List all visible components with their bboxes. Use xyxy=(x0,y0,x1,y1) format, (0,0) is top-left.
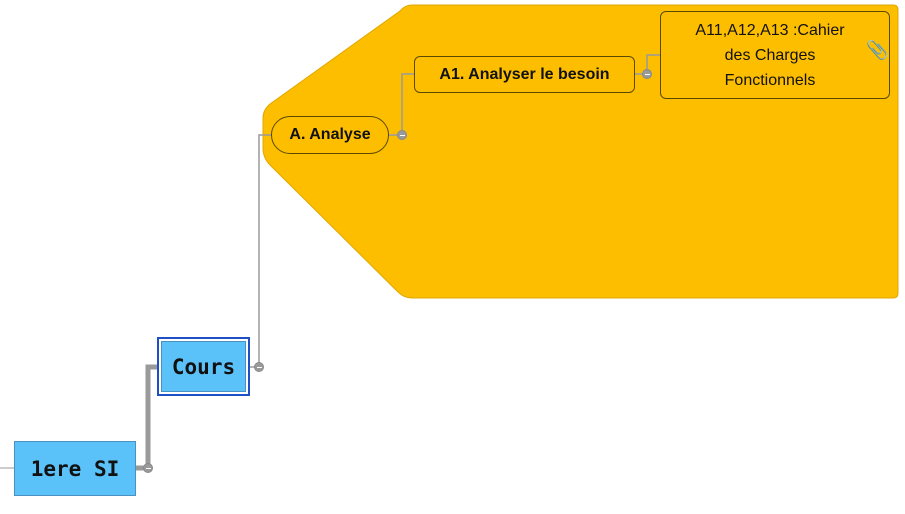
connector-analyse-a1 xyxy=(389,73,414,136)
topic-line-3: Fonctionnels xyxy=(724,71,816,89)
boundary-shape xyxy=(262,4,899,299)
collapse-toggle-analyse[interactable] xyxy=(397,130,407,140)
connector-root-cours xyxy=(136,364,161,471)
topic-analyser-le-besoin[interactable]: A1. Analyser le besoin xyxy=(414,56,635,93)
topic-analyse[interactable]: A. Analyse xyxy=(271,116,389,154)
connector-a1-a11 xyxy=(635,54,660,75)
topic-line-1: A11,A12,A13 :Cahier xyxy=(695,21,845,39)
topic-cahier-des-charges[interactable]: A11,A12,A13 :Cahier des Charges Fonction… xyxy=(660,11,890,99)
collapse-toggle-cours[interactable] xyxy=(254,362,264,372)
collapse-toggle-a1[interactable] xyxy=(642,69,652,79)
topic-cours[interactable]: Cours xyxy=(161,341,246,392)
connector-cours-analyse xyxy=(250,134,271,368)
paperclip-icon[interactable]: 📎 xyxy=(866,40,889,61)
topic-line-2: des Charges xyxy=(724,46,816,64)
collapse-toggle-root[interactable] xyxy=(143,463,153,473)
root-topic[interactable]: 1ere SI xyxy=(14,441,136,496)
